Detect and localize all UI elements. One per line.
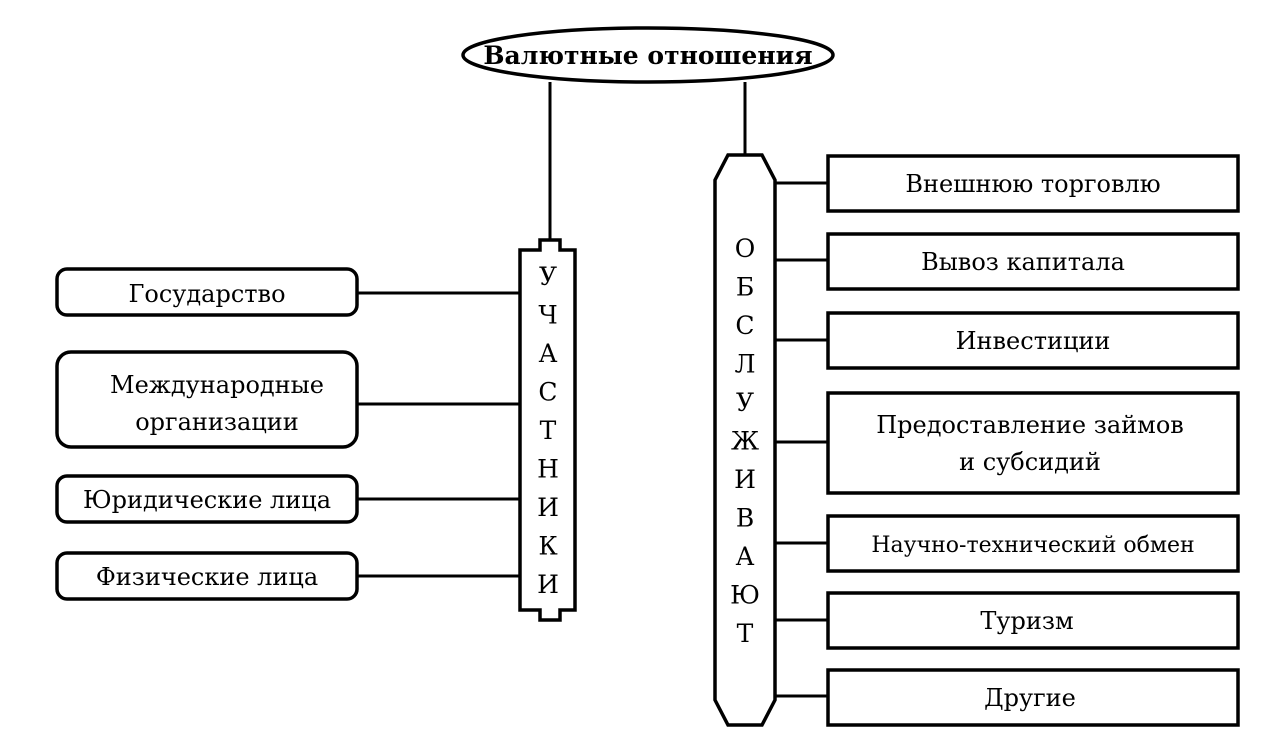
serves-box-capital-export: [826, 232, 1240, 291]
serves-letter-10: Ю: [730, 581, 760, 610]
participants-letter-9: И: [537, 570, 559, 599]
participant-box-individuals: [55, 551, 359, 601]
serves-letter-8: В: [736, 504, 754, 533]
participant-box-international-organizations: [55, 350, 359, 449]
serves-box-foreign-trade: [826, 154, 1240, 213]
participants-letter-5: Т: [540, 416, 557, 445]
participants-vertical-box: [518, 238, 577, 622]
serves-letter-9: А: [736, 542, 755, 571]
participants-letter-3: А: [539, 339, 558, 368]
participants-letter-2: Ч: [538, 301, 557, 330]
title-ellipse: [461, 26, 835, 84]
serves-item-3-line-1: Инвестиции: [956, 327, 1111, 355]
participant-item-4-line-1: Физические лица: [96, 563, 318, 591]
serves-letter-11: Т: [737, 619, 754, 648]
serves-box-investments: [826, 311, 1240, 370]
serves-item-1-line-1: Внешнюю торговлю: [905, 170, 1160, 198]
title-node: Валютные отношения: [461, 26, 835, 84]
serves-item-4-line-1: Предоставление займов: [876, 411, 1184, 439]
serves-letter-2: Б: [736, 273, 754, 302]
participant-box-gosudarstvo: [55, 267, 359, 317]
serves-letter-6: Ж: [731, 427, 759, 456]
serves-vertical-box: [713, 153, 777, 727]
serves-letter-7: И: [734, 465, 756, 494]
participant-item-2-line-2: организации: [135, 408, 299, 436]
serves-item-4-line-2: и субсидий: [959, 448, 1101, 476]
serves-box-tourism: [826, 591, 1240, 650]
serves-letter-3: С: [735, 311, 754, 340]
serves-letter-4: Л: [735, 350, 756, 379]
participant-item-2-line-1: Международные: [110, 371, 324, 399]
title-text: Валютные отношения: [483, 41, 812, 70]
participants-letter-6: Н: [537, 455, 559, 484]
serves-item-6-line-1: Туризм: [980, 607, 1073, 635]
participants-letter-7: И: [537, 493, 559, 522]
serves-box-other: [826, 668, 1240, 727]
participants-letter-8: К: [538, 532, 558, 561]
serves-box-scientific-exchange: [826, 514, 1240, 573]
serves-letter-1: О: [735, 234, 756, 263]
serves-item-2-line-1: Вывоз капитала: [921, 248, 1125, 276]
serves-item-7-line-1: Другие: [984, 684, 1076, 712]
participant-item-1-line-1: Государство: [128, 280, 285, 308]
serves-box-loans-subsidies: [826, 391, 1240, 495]
serves-item-5-line-1: Научно-технический обмен: [871, 533, 1194, 558]
participants-letter-4: С: [538, 378, 557, 407]
participant-box-legal-entities: [55, 474, 359, 524]
serves-letter-5: У: [736, 388, 754, 417]
participants-letter-1: У: [539, 262, 557, 291]
participant-item-3-line-1: Юридические лица: [83, 486, 331, 514]
